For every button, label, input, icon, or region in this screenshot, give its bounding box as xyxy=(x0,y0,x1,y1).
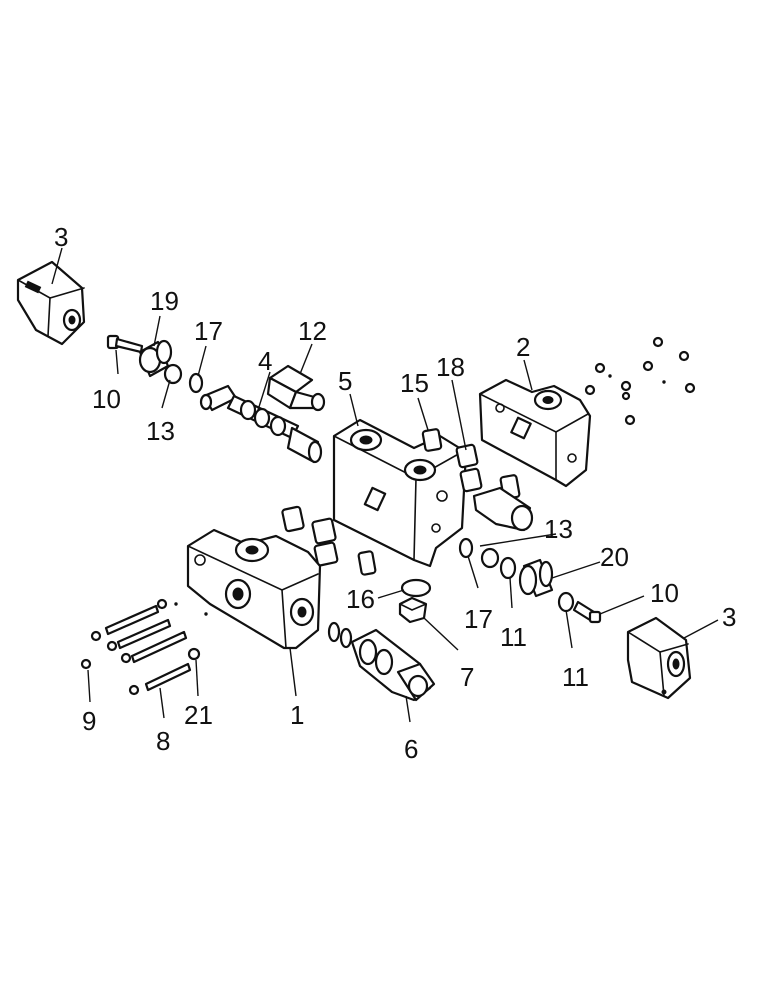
callout-6: 6 xyxy=(404,734,418,764)
callout-11: 11 xyxy=(562,662,589,692)
callout-3: 3 xyxy=(54,222,68,252)
callout-8: 8 xyxy=(156,726,170,756)
leader-lines xyxy=(51,247,719,723)
valve-body-upper xyxy=(478,378,592,488)
plug xyxy=(398,596,428,624)
o-ring-right xyxy=(458,537,474,559)
callout-13: 13 xyxy=(544,514,573,544)
callout-2: 2 xyxy=(516,332,530,362)
callout-18: 18 xyxy=(436,352,465,382)
washer-left xyxy=(163,363,183,385)
bolt-left xyxy=(106,334,144,354)
end-cap-left xyxy=(16,260,86,346)
callout-17: 17 xyxy=(194,316,223,346)
callout-21: 21 xyxy=(184,700,213,730)
seal-ring-11a xyxy=(499,556,517,580)
end-cap-right xyxy=(626,616,692,700)
nuts-cluster xyxy=(584,336,696,426)
callout-19: 19 xyxy=(150,286,179,316)
check-poppet xyxy=(472,474,534,532)
callout-4: 4 xyxy=(258,346,272,376)
relief-valve-cartridge xyxy=(266,364,326,412)
o-rings-6 xyxy=(327,621,353,649)
seal-15 xyxy=(421,428,443,452)
sleeve-20 xyxy=(518,558,554,598)
bolt-right xyxy=(572,600,602,624)
valve-body-lower xyxy=(186,528,322,650)
seal-ring-11b xyxy=(557,591,575,613)
callout-13: 13 xyxy=(146,416,175,446)
valve-body-middle xyxy=(332,418,468,568)
callout-10: 10 xyxy=(650,578,679,608)
callout-12: 12 xyxy=(298,316,327,346)
callout-10: 10 xyxy=(92,384,121,414)
o-ring-16 xyxy=(400,578,432,598)
o-ring-left xyxy=(188,372,204,394)
callout-17: 17 xyxy=(464,604,493,634)
callout-15: 15 xyxy=(400,368,429,398)
washer-right xyxy=(480,547,500,569)
callouts: 3 19 17 12 4 10 13 5 15 18 2 13 20 10 3 … xyxy=(54,222,736,764)
callout-7: 7 xyxy=(460,662,474,692)
callout-1: 1 xyxy=(290,700,304,730)
seals-middle xyxy=(281,505,377,576)
sleeve xyxy=(138,339,173,378)
callout-16: 16 xyxy=(346,584,375,614)
callout-11: 11 xyxy=(500,622,527,652)
tie-rods xyxy=(80,598,208,696)
callout-20: 20 xyxy=(600,542,629,572)
callout-5: 5 xyxy=(338,366,352,396)
spool-plunger xyxy=(350,628,436,702)
spool xyxy=(199,384,323,464)
callout-9: 9 xyxy=(82,706,96,736)
callout-3: 3 xyxy=(722,602,736,632)
